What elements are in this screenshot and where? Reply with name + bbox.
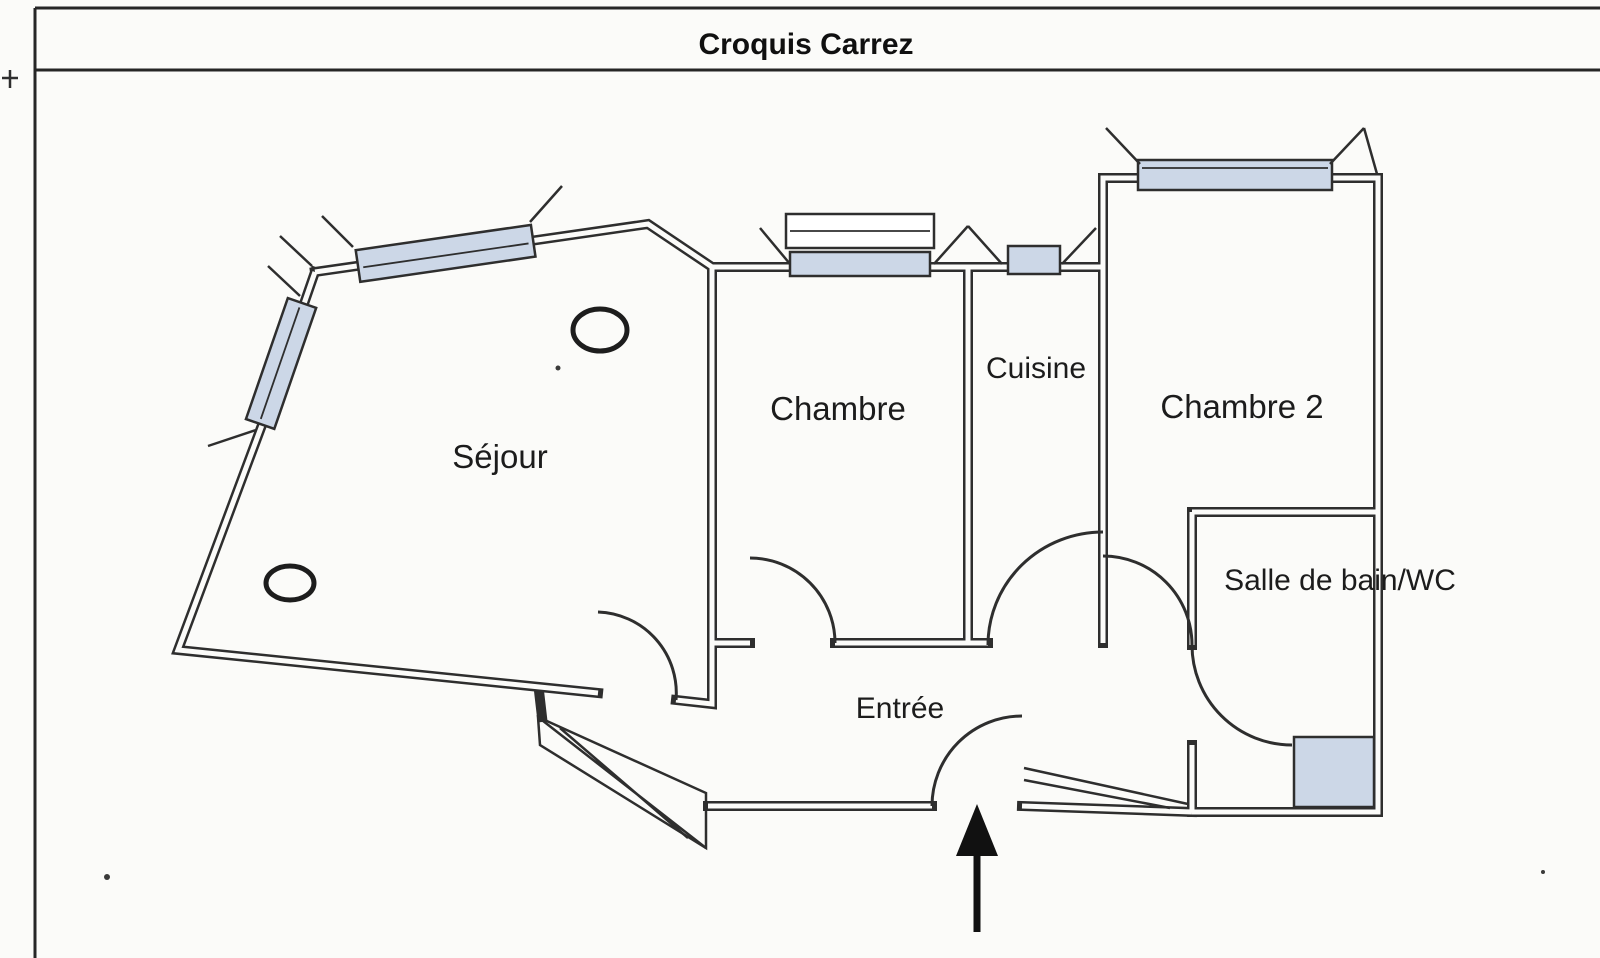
chambre-window-ticks	[759, 225, 1003, 265]
chambre2-window-ticks	[1105, 127, 1379, 175]
cuisine-window-tick	[1061, 227, 1097, 265]
scan-artifacts	[104, 365, 1545, 880]
chambre-door-arc	[749, 556, 837, 644]
cuisine-window-symbol	[1006, 244, 1062, 276]
window-glazing-line	[363, 242, 529, 269]
room-label-cuisine: Cuisine	[986, 352, 1086, 385]
window-glazing-line	[259, 307, 301, 420]
room-label-chambre: Chambre	[770, 390, 906, 427]
sejour-left-window-ticks	[207, 265, 301, 448]
duct-box	[1292, 735, 1376, 809]
scan-speck	[555, 365, 561, 371]
bathroom-door-arc	[1190, 644, 1293, 747]
sejour-top-window-ticks	[279, 185, 563, 267]
sejour-top-window-symbol	[354, 223, 537, 284]
sejour-left-window-symbol	[244, 296, 318, 431]
chambre2-door-arc	[1102, 554, 1194, 646]
page-frame	[2, 6, 1600, 958]
entrance-up-arrow-icon	[956, 804, 998, 932]
closet-hatch	[1023, 766, 1189, 810]
front-door-arc	[930, 714, 1023, 807]
walls-layer	[171, 173, 1383, 818]
sejour-door-arc	[597, 610, 678, 701]
doors-layer	[597, 530, 1293, 807]
window-icon	[244, 296, 318, 431]
chambre2-window-symbol	[1136, 158, 1334, 192]
window-icon	[788, 250, 932, 278]
room-labels: Séjour Chambre Cuisine Chambre 2 Salle d…	[452, 352, 1456, 725]
margin-registration-mark	[2, 70, 18, 88]
stairs-hatch	[536, 714, 708, 851]
room-label-salle-de-bain: Salle de bain/WC	[1224, 564, 1456, 597]
stairs-diagonals	[537, 716, 707, 849]
scan-speck	[104, 874, 110, 880]
wall-inner-fill	[174, 175, 1381, 815]
frame-border	[33, 6, 1600, 958]
cuisine-door-arc	[986, 530, 1104, 646]
room-label-chambre2: Chambre 2	[1160, 388, 1323, 425]
columns-layer	[263, 306, 630, 603]
column-ellipse-icon	[263, 563, 317, 603]
windows-layer	[207, 127, 1379, 448]
closet-diagonals	[1023, 766, 1189, 810]
room-label-sejour: Séjour	[452, 438, 547, 475]
scan-speck	[1541, 870, 1545, 874]
chambre-window-symbol	[784, 212, 936, 278]
page-title: Croquis Carrez	[698, 28, 913, 61]
room-label-entree: Entrée	[856, 692, 944, 725]
window-icon	[354, 223, 537, 284]
column-ellipse-icon	[570, 306, 630, 354]
arrow-head	[956, 804, 998, 856]
window-icon	[1136, 158, 1334, 192]
